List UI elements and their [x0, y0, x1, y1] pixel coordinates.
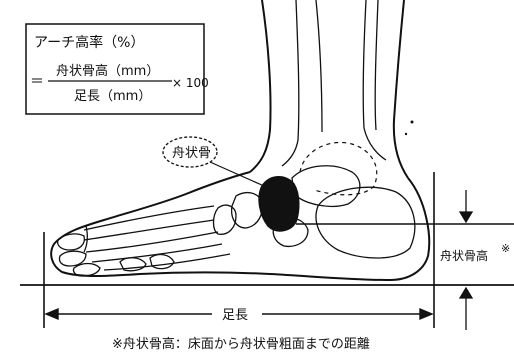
skin-mark — [405, 133, 407, 135]
talus — [292, 166, 360, 207]
formula-equals: ＝ — [30, 74, 44, 90]
shin-bones — [282, 0, 386, 166]
skin-mark — [411, 121, 414, 124]
foot-bones — [58, 166, 415, 276]
formula-title: アーチ高率（%） — [34, 34, 144, 51]
navicular-height-footnote-mark: ※ — [501, 242, 510, 255]
formula-box: アーチ高率（%） ＝ 舟状骨高（mm） 足長（mm） × 100 — [26, 24, 209, 114]
navicular-callout-label: 舟状骨 — [172, 146, 211, 161]
formula-multiplier: × 100 — [172, 76, 209, 90]
footnote-text: ※舟状骨高：床面から舟状骨粗面までの距離 — [112, 336, 370, 352]
formula-denominator: 足長（mm） — [74, 89, 151, 104]
formula-numerator: 舟状骨高（mm） — [56, 63, 159, 79]
leg-outline — [250, 0, 408, 178]
calcaneus — [316, 187, 415, 258]
foot-length-label: 足長 — [222, 308, 248, 323]
navicular-bone — [259, 177, 299, 231]
navicular-height-label: 舟状骨高 — [440, 248, 488, 263]
